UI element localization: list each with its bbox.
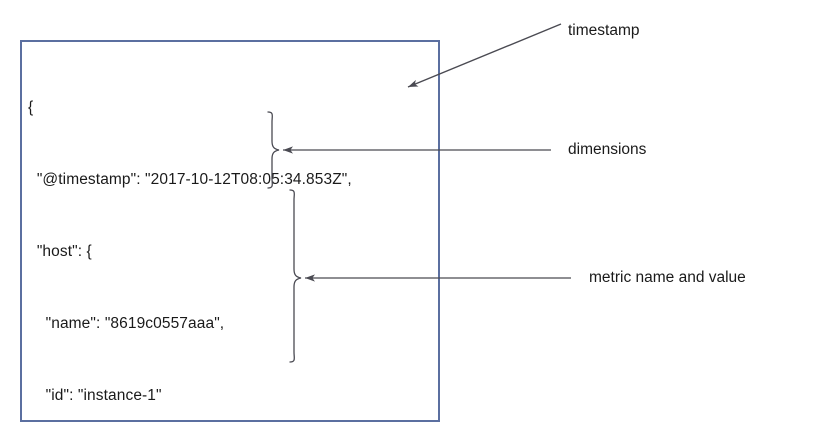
json-line-4: "id": "instance-1" (28, 387, 162, 404)
json-line-1: "@timestamp": "2017-10-12T08:05:34.853Z"… (28, 171, 352, 188)
annotation-label-dimensions: dimensions (568, 141, 647, 158)
annotation-label-timestamp: timestamp (568, 22, 640, 39)
json-document-box (20, 40, 440, 422)
json-code-block: { "@timestamp": "2017-10-12T08:05:34.853… (28, 48, 428, 437)
json-line-3: "name": "8619c0557aaa", (28, 315, 225, 332)
annotation-label-metric-name-and-value: metric name and value (589, 269, 746, 286)
json-line-2: "host": { (28, 243, 92, 260)
json-line-0: { (28, 99, 34, 116)
